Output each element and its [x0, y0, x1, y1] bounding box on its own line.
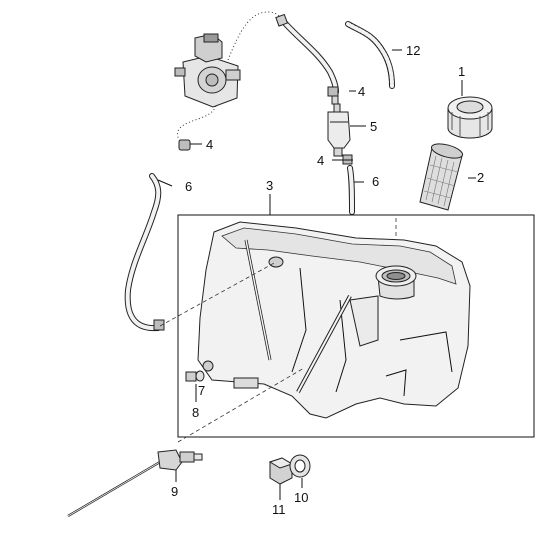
hose-clamp-left [178, 139, 191, 151]
callout-4-upper: 4 [358, 84, 365, 99]
callout-4-left: 4 [206, 137, 213, 152]
callout-12: 12 [406, 43, 420, 58]
callout-6-left: 6 [185, 179, 192, 194]
filter-outlet-hose [347, 165, 355, 215]
alignment-line-hose [159, 261, 277, 327]
breather-hose [345, 21, 395, 89]
fuel-pump [174, 33, 241, 108]
callout-9: 9 [171, 484, 178, 499]
callout-5: 5 [370, 119, 377, 134]
callout-3: 3 [266, 178, 273, 193]
drain-bolt [185, 370, 205, 382]
fuel-cap [447, 96, 493, 139]
fuel-tank [197, 221, 471, 419]
callout-6-mid: 6 [372, 174, 379, 189]
callout-4-lower: 4 [317, 153, 324, 168]
callout-1: 1 [458, 64, 465, 79]
tank-assembly-frame [177, 214, 535, 438]
callout-7: 7 [198, 383, 205, 398]
leader-lines [157, 49, 476, 500]
filler-neck [349, 265, 417, 347]
feed-hose-long [124, 173, 165, 332]
callout-11: 11 [272, 502, 286, 517]
callout-2: 2 [477, 170, 484, 185]
callout-10: 10 [294, 490, 308, 505]
pump-return-hose-dotted [227, 11, 283, 61]
hex-nut [268, 457, 294, 485]
sealing-washer [289, 454, 311, 478]
return-hose-top [275, 13, 339, 95]
hose-clamp-upper [327, 86, 339, 105]
filler-strainer [419, 143, 464, 211]
inline-fuel-filter [327, 103, 351, 157]
fuel-gauge-sender [67, 449, 203, 517]
alignment-line-drain [177, 367, 305, 443]
callout-8: 8 [192, 405, 199, 420]
